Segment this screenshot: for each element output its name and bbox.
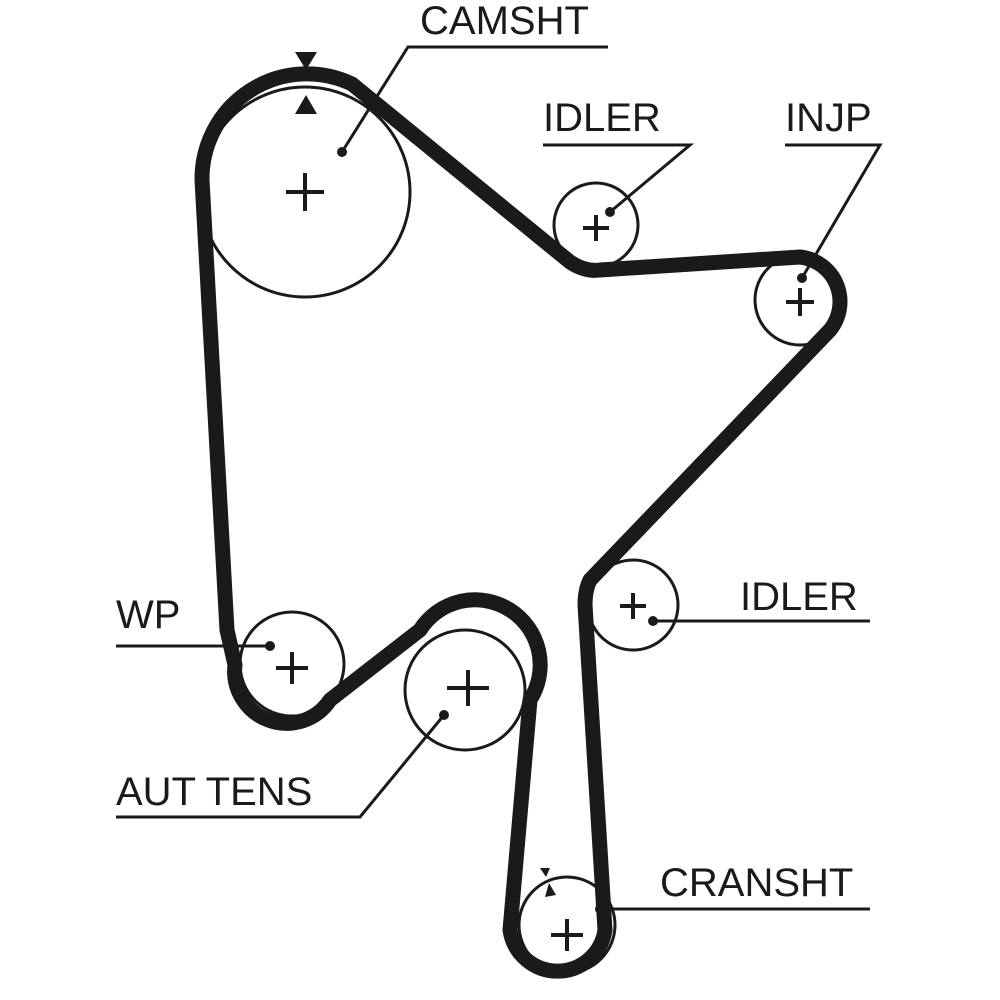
water-pump-pulley [238,610,346,718]
label-idler-top: IDLER [543,96,661,140]
leader-camshaft [340,45,608,153]
injection-pump-pulley [753,253,847,347]
camshaft-pulley [198,85,412,299]
timing-mark-icon [295,95,317,114]
leader-injection-pump [785,143,883,279]
leader-idler-top [543,143,695,214]
auto-tensioner-pulley [403,628,527,752]
label-injection-pump: INJP [785,96,872,140]
label-auto-tensioner: AUT TENS [116,770,312,814]
label-camshaft: CAMSHT [420,0,589,43]
timing-mark-icon [295,52,317,70]
timing-mark-icon [540,868,550,877]
label-crankshaft: CRANSHT [660,861,853,905]
idler-top-pulley [552,181,640,269]
label-idler-right: IDLER [740,575,858,619]
timing-belt [194,66,848,979]
leader-auto-tensioner [116,714,446,819]
crankshaft-pulley [517,875,617,975]
idler-right-pulley [586,558,680,652]
timing-mark-icon [545,883,556,897]
label-water-pump: WP [116,593,180,637]
